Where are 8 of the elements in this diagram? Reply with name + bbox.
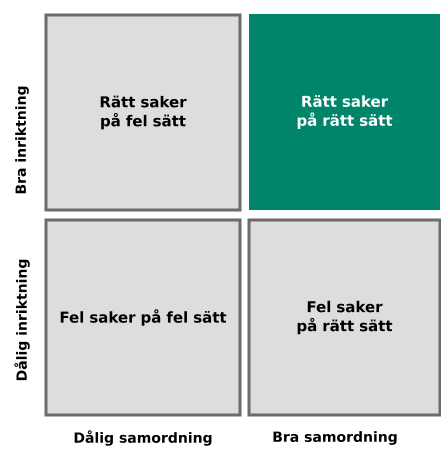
quadrant-box: Rätt saker på fel sätt [44,14,242,212]
axis-label: Bra samordning [274,431,397,445]
axis-label: Dålig samordning [74,430,212,446]
axis-label: Bra inriktning [15,86,29,194]
quadrant-box: Rätt saker på rätt sätt [249,14,440,210]
axis-label: Dålig inriktning [14,260,30,380]
quadrant-box: Fel saker på fel sätt [44,218,242,416]
quadrant-box: Fel saker på rätt sätt [248,218,441,416]
